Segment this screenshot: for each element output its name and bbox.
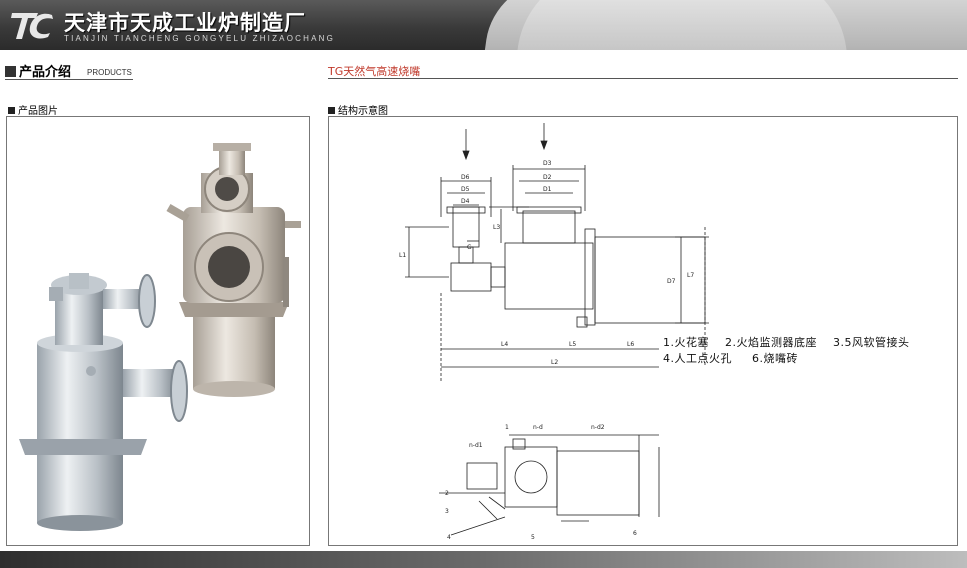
- bottom-view: [439, 434, 660, 536]
- legend-item: 4.人工点火孔: [663, 352, 732, 365]
- bottom-labels: 1 2 3 4 5 6 n-d n-d1 n-d2: [445, 424, 637, 541]
- header-banner: 天津市天成工业炉制造厂 TIANJIN TIANCHENG GONGYELU Z…: [0, 0, 967, 50]
- part-text: n-d2: [591, 424, 605, 431]
- part-number: 5: [531, 534, 535, 541]
- square-bullet-icon: [328, 107, 335, 114]
- product-photo-image: [19, 143, 301, 531]
- legend-line-2: 4.人工点火孔 6.烧嘴砖: [663, 350, 798, 366]
- gas-pipe-assembly: [440, 177, 506, 292]
- product-heading: TG天然气高速烧嘴: [328, 62, 958, 79]
- company-name-cn: 天津市天成工业炉制造厂: [64, 11, 306, 35]
- dim-label: D6: [461, 174, 470, 181]
- dimension-labels: D6 D5 D4 D3 D2 D1 G L1 L3 D7 L7 L4 L5 L6…: [399, 160, 694, 366]
- dim-label: D7: [667, 278, 676, 285]
- diagram-panel-label: 结构示意图: [328, 102, 388, 117]
- dim-label: L6: [627, 341, 634, 348]
- legend-line-1: 1.火花塞 2.火焰监测器底座 3.5风软管接头: [663, 334, 910, 350]
- legend-item: 3.5风软管接头: [833, 336, 910, 349]
- dim-label: D3: [543, 160, 552, 167]
- dim-label: D1: [543, 186, 552, 193]
- dim-label: L7: [687, 272, 694, 279]
- structure-diagram-panel: D6 D5 D4 D3 D2 D1 G L1 L3 D7 L7 L4 L5 L6…: [328, 116, 958, 546]
- part-number: 6: [633, 530, 637, 537]
- legend-item: 1.火花塞: [663, 336, 709, 349]
- dim-label: G: [467, 244, 472, 251]
- photo-panel-label: 产品图片: [8, 102, 58, 117]
- square-bullet-icon: [8, 107, 15, 114]
- dimension-lines: [405, 206, 709, 368]
- burner-photo-right: [166, 143, 301, 397]
- burner-photo-left: [19, 273, 188, 531]
- part-number: 3: [445, 508, 449, 515]
- dim-label: L4: [501, 341, 508, 348]
- burner-body: [440, 165, 706, 381]
- legend-item: 6.烧嘴砖: [751, 352, 798, 365]
- dim-label: D2: [543, 174, 552, 181]
- part-number: 4: [447, 534, 451, 541]
- part-number: 1: [505, 424, 509, 431]
- gas-inlet-arrow: [462, 123, 548, 161]
- section-subtitle: PRODUCTS: [87, 68, 132, 77]
- structure-diagram: D6 D5 D4 D3 D2 D1 G L1 L3 D7 L7 L4 L5 L6…: [399, 123, 709, 541]
- company-name-en: TIANJIN TIANCHENG GONGYELU ZHIZAOCHANG: [64, 34, 336, 43]
- dim-label: D5: [461, 186, 470, 193]
- part-text: n-d1: [469, 442, 483, 449]
- legend-item: 2.火焰监测器底座: [725, 336, 817, 349]
- dim-label: D4: [461, 198, 470, 205]
- part-number: 2: [445, 490, 449, 497]
- square-bullet-icon: [5, 66, 16, 77]
- product-title: TG天然气高速烧嘴: [328, 65, 421, 78]
- dim-label: L2: [551, 359, 558, 366]
- header-shine-2: [517, 0, 847, 50]
- section-heading: 产品介绍 PRODUCTS: [5, 61, 133, 80]
- part-text: n-d: [533, 424, 543, 431]
- dim-label: L3: [493, 224, 500, 231]
- footer-bar: [0, 551, 967, 568]
- dim-label: L1: [399, 252, 406, 259]
- product-photo-panel: [6, 116, 310, 546]
- section-title: 产品介绍: [19, 65, 72, 80]
- company-logo-icon: [11, 13, 53, 39]
- dim-label: L5: [569, 341, 576, 348]
